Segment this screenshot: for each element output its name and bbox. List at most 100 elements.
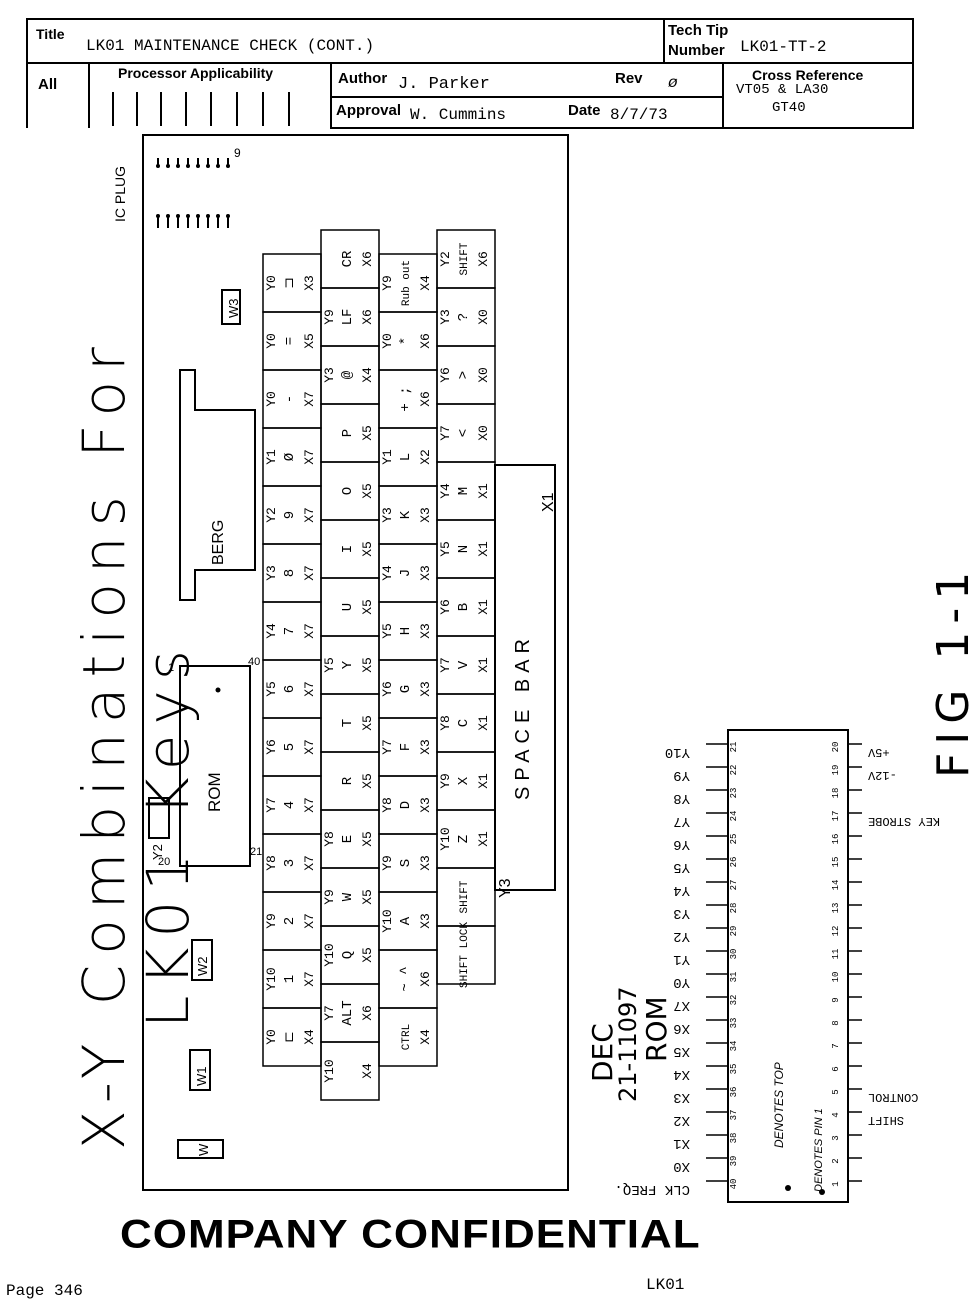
pin-number-left: 40 xyxy=(729,1179,739,1190)
key-y-code: Y9 xyxy=(380,855,395,871)
key-cell xyxy=(320,1041,380,1101)
key-x-code: X7 xyxy=(302,507,317,523)
rev-label: Rev xyxy=(615,70,643,87)
header-border-top xyxy=(26,18,914,20)
denotes-top-dot xyxy=(785,1185,791,1191)
rom-label: ROM xyxy=(205,772,224,812)
pin-number-left: 22 xyxy=(729,765,739,776)
title-value: LK01 MAINTENANCE CHECK (CONT.) xyxy=(86,37,375,55)
pin-signal-left: X5 xyxy=(673,1043,690,1059)
key-legend: V xyxy=(456,660,472,669)
plug-pin-dot xyxy=(226,164,230,168)
crossref-value-1: VT05 & LA30 xyxy=(736,82,829,98)
key-x-code: X6 xyxy=(418,333,433,349)
key-y-code: Y1 xyxy=(264,449,279,465)
berg-connector xyxy=(179,369,256,601)
pin-number-right: 2 xyxy=(831,1158,841,1163)
key-legend: 9 xyxy=(282,511,298,519)
key-x-code: X1 xyxy=(476,483,491,499)
pin-number-left: 29 xyxy=(729,926,739,937)
techtip-label-2: Number xyxy=(668,42,725,59)
pin-number-right: 6 xyxy=(831,1066,841,1071)
jumper-w-label: W xyxy=(196,1143,211,1156)
rom-pinout: 21Y1022Y923Y824Y725Y626Y527Y428Y329Y230Y… xyxy=(614,742,940,1197)
pin-signal-left: Y7 xyxy=(673,813,690,829)
ic-plug-label: IC PLUG xyxy=(112,165,128,222)
key-legend: LF xyxy=(340,309,356,326)
key-legend: A xyxy=(398,916,414,925)
key-y-code: Y1 xyxy=(380,449,395,465)
key-legend: * xyxy=(398,337,414,345)
header-border-bottom-right xyxy=(722,127,914,129)
key-legend: ⊏ xyxy=(282,1031,298,1043)
header-divider-xref xyxy=(722,62,724,128)
key-x-code: X3 xyxy=(418,797,433,813)
key-legend: I xyxy=(340,545,356,553)
pin-signal-left: Y3 xyxy=(673,905,690,921)
pin-number-right: 12 xyxy=(831,926,841,937)
key-legend: 4 xyxy=(282,801,298,809)
pin-signal-right: KEY STROBE xyxy=(868,814,940,828)
jumper-y2 xyxy=(148,797,170,839)
key-y-code: Y8 xyxy=(380,797,395,813)
key-y-code: Y10 xyxy=(264,967,279,990)
pin-number-right: 18 xyxy=(831,788,841,799)
key-y-code: Y5 xyxy=(438,541,453,557)
proc-tick xyxy=(210,92,212,126)
pin-number-left: 27 xyxy=(729,880,739,891)
pin-number-right: 11 xyxy=(831,949,841,960)
key-x-code: X6 xyxy=(476,251,491,267)
pin-number-right: 13 xyxy=(831,903,841,914)
key-x-code: X1 xyxy=(476,541,491,557)
key-y-code: Y10 xyxy=(322,1059,337,1082)
jumper-w1 xyxy=(189,1049,211,1091)
pin-signal-left: Y6 xyxy=(673,836,690,852)
pin-number-right: 19 xyxy=(831,765,841,776)
plug-pin-dot xyxy=(156,164,160,168)
key-x-code: X7 xyxy=(302,739,317,755)
key-y-code: Y4 xyxy=(380,565,395,581)
rom-pin1-dot xyxy=(215,687,221,693)
key-y-code: Y10 xyxy=(322,943,337,966)
pin-number-left: 24 xyxy=(729,811,739,822)
key-legend: M xyxy=(456,487,472,495)
key-y-code: Y10 xyxy=(380,909,395,932)
key-x-code: X7 xyxy=(302,913,317,929)
key-y-code: Y3 xyxy=(438,309,453,325)
key-legend: + ; xyxy=(398,386,414,411)
key-y-code: Y7 xyxy=(264,797,279,813)
pin-signal-left: X6 xyxy=(673,1020,690,1036)
rom-pin-20: 20 xyxy=(158,856,171,868)
key-x-code: X6 xyxy=(360,309,375,325)
key-cell xyxy=(436,925,496,985)
space-bar-code-y: Y3 xyxy=(497,878,514,898)
ic-plug-pins xyxy=(156,158,230,228)
key-x-code: X7 xyxy=(302,971,317,987)
rom-pinout-box xyxy=(727,729,849,1203)
key-y-code: Y9 xyxy=(380,275,395,291)
rom-pin-40: 40 xyxy=(248,656,261,668)
key-x-code: X1 xyxy=(476,773,491,789)
key-legend: P xyxy=(340,429,356,437)
rom-pin-1: 1 xyxy=(168,662,175,674)
key-y-code: Y6 xyxy=(438,599,453,615)
key-y-code: Y10 xyxy=(438,827,453,850)
key-x-code: X4 xyxy=(418,1029,433,1045)
key-x-code: X1 xyxy=(476,599,491,615)
key-x-code: X2 xyxy=(418,449,433,465)
plug-pin-9: 9 xyxy=(234,146,241,160)
key-x-code: X5 xyxy=(360,541,375,557)
author-value: J. Parker xyxy=(398,75,490,94)
heading-line-2: LK01 Keys xyxy=(134,640,202,1028)
key-legend: - xyxy=(282,395,298,403)
pin-signal-left: Y1 xyxy=(673,951,690,967)
key-legend: D xyxy=(398,801,414,809)
pin-number-right: 15 xyxy=(831,857,841,868)
key-cell xyxy=(378,1007,438,1067)
key-legend: B xyxy=(456,603,472,611)
key-legend: ~ ^ xyxy=(398,966,414,991)
key-legend: E xyxy=(340,835,356,843)
pin-number-left: 25 xyxy=(729,834,739,845)
key-legend: 2 xyxy=(282,917,298,925)
